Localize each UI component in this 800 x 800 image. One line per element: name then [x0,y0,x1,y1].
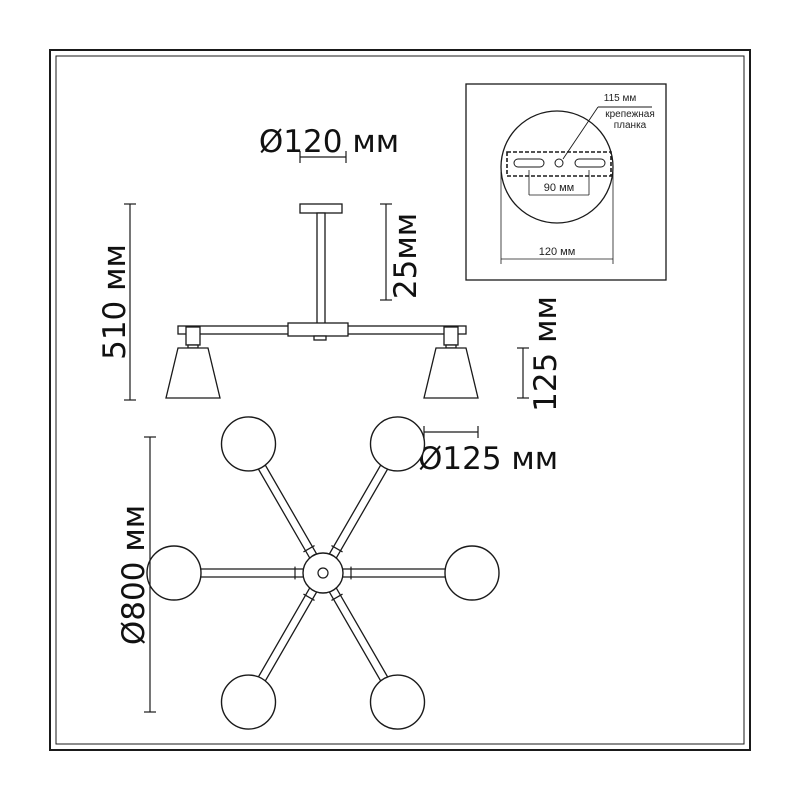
shade-height-label: 125 мм [528,296,564,412]
plan-arm-5 [255,585,319,686]
plan-arm-1 [340,568,450,578]
dim-rod [380,203,392,301]
plan-collar-3 [303,545,315,553]
height-label: 510 мм [97,244,133,360]
plan-collar-2 [331,545,343,553]
plan-globe-5 [220,674,277,730]
plan-arm-4 [196,568,306,578]
rod [316,212,326,329]
dim-canopy [299,151,347,163]
left-shade [165,347,221,399]
plate-length-label: 115 мм [604,93,637,104]
center-hole [554,158,564,168]
dim-shade-height [517,347,529,399]
dim-overall [144,436,156,713]
plan-globe-1 [444,545,500,601]
plan-view [146,416,500,730]
plan-arm-2 [327,460,391,561]
plan-globe-6 [369,674,426,730]
mounting-plate [506,151,612,177]
dim-shade-diameter [423,426,479,438]
left-socket [185,326,201,346]
plan-arm-6 [327,585,391,686]
plan-collar-5 [303,593,315,601]
side-view [165,203,479,399]
inset-panel [465,83,667,281]
inner-frame [55,55,745,745]
dim-height [124,203,136,401]
canopy [299,203,343,214]
overall-diameter-label: Ø800 мм [116,505,152,645]
plan-globe-2 [369,416,426,472]
hole-spacing-label: 90 мм [544,182,574,194]
left-slot [513,158,545,168]
right-socket [443,326,459,346]
plate-name-line1: крепежная [605,109,655,120]
plan-collar-6 [331,593,343,601]
right-slot [574,158,606,168]
plan-globe-3 [220,416,277,472]
plan-hub-center [317,567,329,579]
right-shade [423,347,479,399]
rod-label: 25мм [388,213,424,299]
plan-arm-3 [255,460,319,561]
shade-diameter-label: Ø125 мм [418,441,558,477]
canopy-width-label: 120 мм [539,246,576,258]
plan-globe-4 [146,545,202,601]
canopy-diameter-label: Ø120 мм [259,124,399,160]
hub [287,322,349,337]
plate-name-line2: планка [614,120,647,131]
outer-frame [49,49,751,751]
